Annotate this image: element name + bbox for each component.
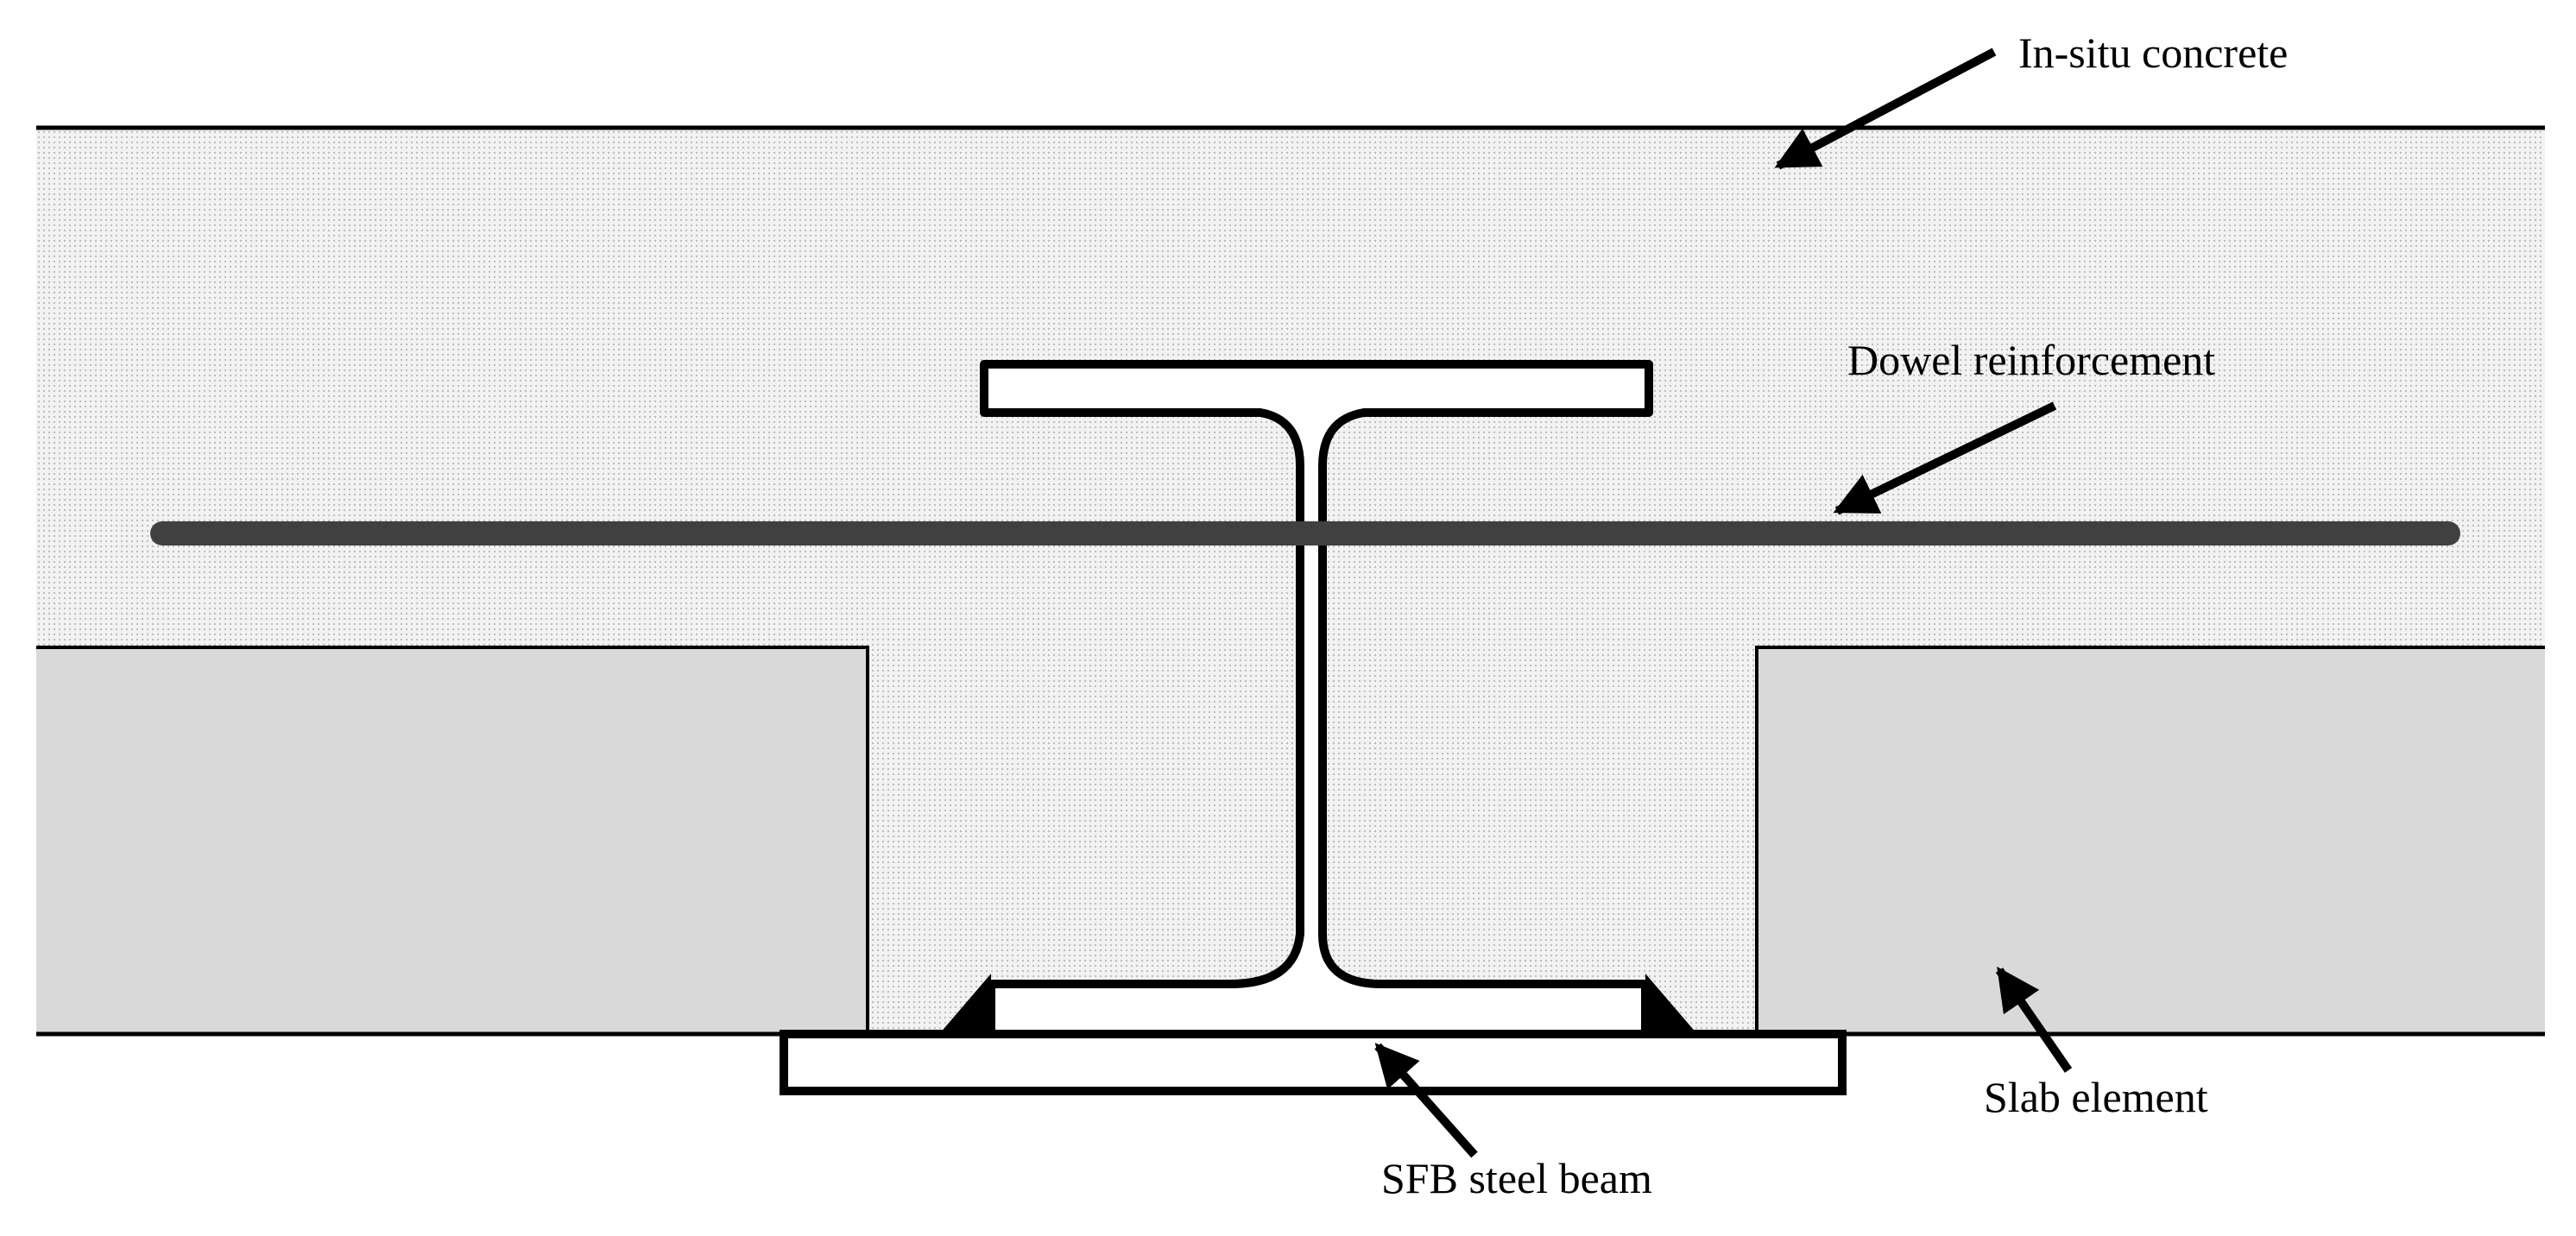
weld-fillet-right [1645,974,1697,1034]
sfb-bottom-plate [780,1030,1847,1095]
label-in-situ-concrete: In-situ concrete [2018,28,2288,77]
slab-element-left [36,646,869,1036]
arrow-dowel-reinforcement [1833,401,2057,515]
arrow-in-situ-concrete [1774,47,1997,170]
label-sfb-steel-beam: SFB steel beam [1381,1154,1652,1202]
label-slab-element: Slab element [1984,1073,2208,1121]
slab-element-right [1755,646,2545,1036]
arrow-sfb-steel-beam [1374,1043,1478,1158]
label-dowel-reinforcement: Dowel reinforcement [1847,336,2215,384]
weld-fillet-left [939,974,991,1034]
arrow-slab-element [1995,966,2073,1073]
